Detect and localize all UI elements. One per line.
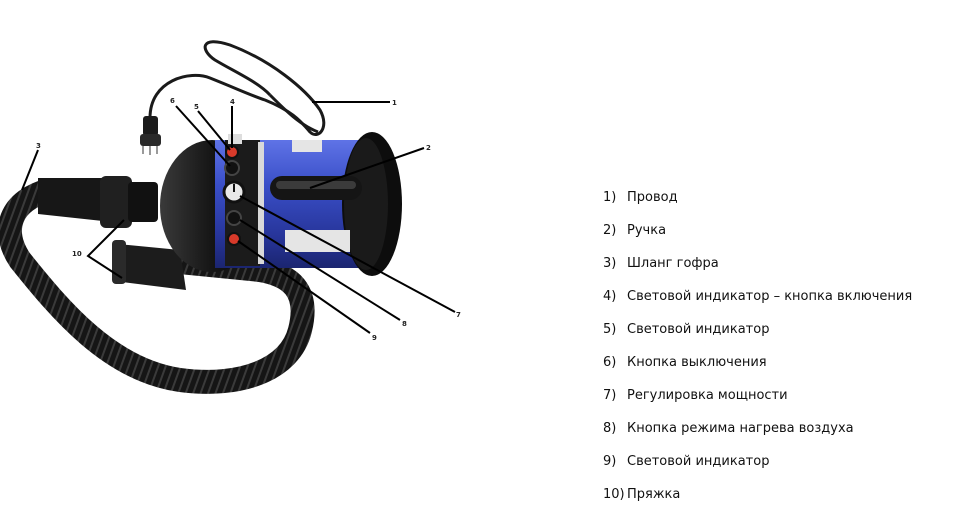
handle-icon [270,176,362,200]
legend-number: 1) [603,190,617,205]
legend-number: 4) [603,289,617,304]
legend-item: 9) Световой индикатор [603,454,912,487]
corrugated-hose [0,178,315,394]
callout-4: 4 [230,98,235,106]
callout-3: 3 [36,142,41,150]
callout-9: 9 [372,334,377,342]
knob-icon [222,180,246,204]
legend-text: Световой индикатор [627,454,770,469]
callout-5: 5 [194,103,199,111]
legend-item: 7) Регулировка мощности [603,388,912,421]
leader-lines [21,101,456,334]
callout-1: 1 [392,99,397,107]
legend-list: 1) Провод 2) Ручка 3) Шланг гофра 4) Светово… [603,190,912,520]
legend-text: Кнопка выключения [627,355,767,370]
dryer-body [160,132,402,276]
button-icon [226,210,242,226]
legend-text: Регулировка мощности [627,388,788,403]
callout-10: 10 [72,250,82,258]
power-cord [148,40,326,136]
legend-number: 5) [603,322,617,337]
legend-item: 8) Кнопка режима нагрева воздуха [603,421,912,454]
legend-item: 4) Световой индикатор – кнопка включения [603,289,912,322]
legend-item: 5) Световой индикатор [603,322,912,355]
legend-text: Световой индикатор – кнопка включения [627,289,913,304]
legend-number: 6) [603,355,617,370]
legend-text: Световой индикатор [627,322,770,337]
legend-number: 9) [603,454,617,469]
legend-text: Кнопка режима нагрева воздуха [627,421,854,436]
legend-item: 2) Ручка [603,223,912,256]
legend-item: 10)Пряжка [603,487,912,520]
legend-text: Пряжка [627,487,681,502]
legend-text: Провод [627,190,678,205]
legend-item: 6) Кнопка выключения [603,355,912,388]
red-indicator-bottom [227,232,241,246]
legend-text: Ручка [627,223,667,238]
legend-text: Шланг гофра [627,256,719,271]
callout-2: 2 [426,144,431,152]
legend-number: 10) [603,487,625,502]
legend-number: 3) [603,256,617,271]
callout-7: 7 [456,311,461,319]
power-plug-icon [140,116,161,155]
callout-6: 6 [170,97,175,105]
hose-cuff [38,176,158,228]
legend-number: 7) [603,388,617,403]
legend-number: 2) [603,223,617,238]
legend-item: 3) Шланг гофра [603,256,912,289]
callout-numbers: 1 2 3 4 5 6 7 8 9 10 [36,97,461,342]
legend-number: 8) [603,421,617,436]
legend-item: 1) Провод [603,190,912,223]
callout-8: 8 [402,320,407,328]
